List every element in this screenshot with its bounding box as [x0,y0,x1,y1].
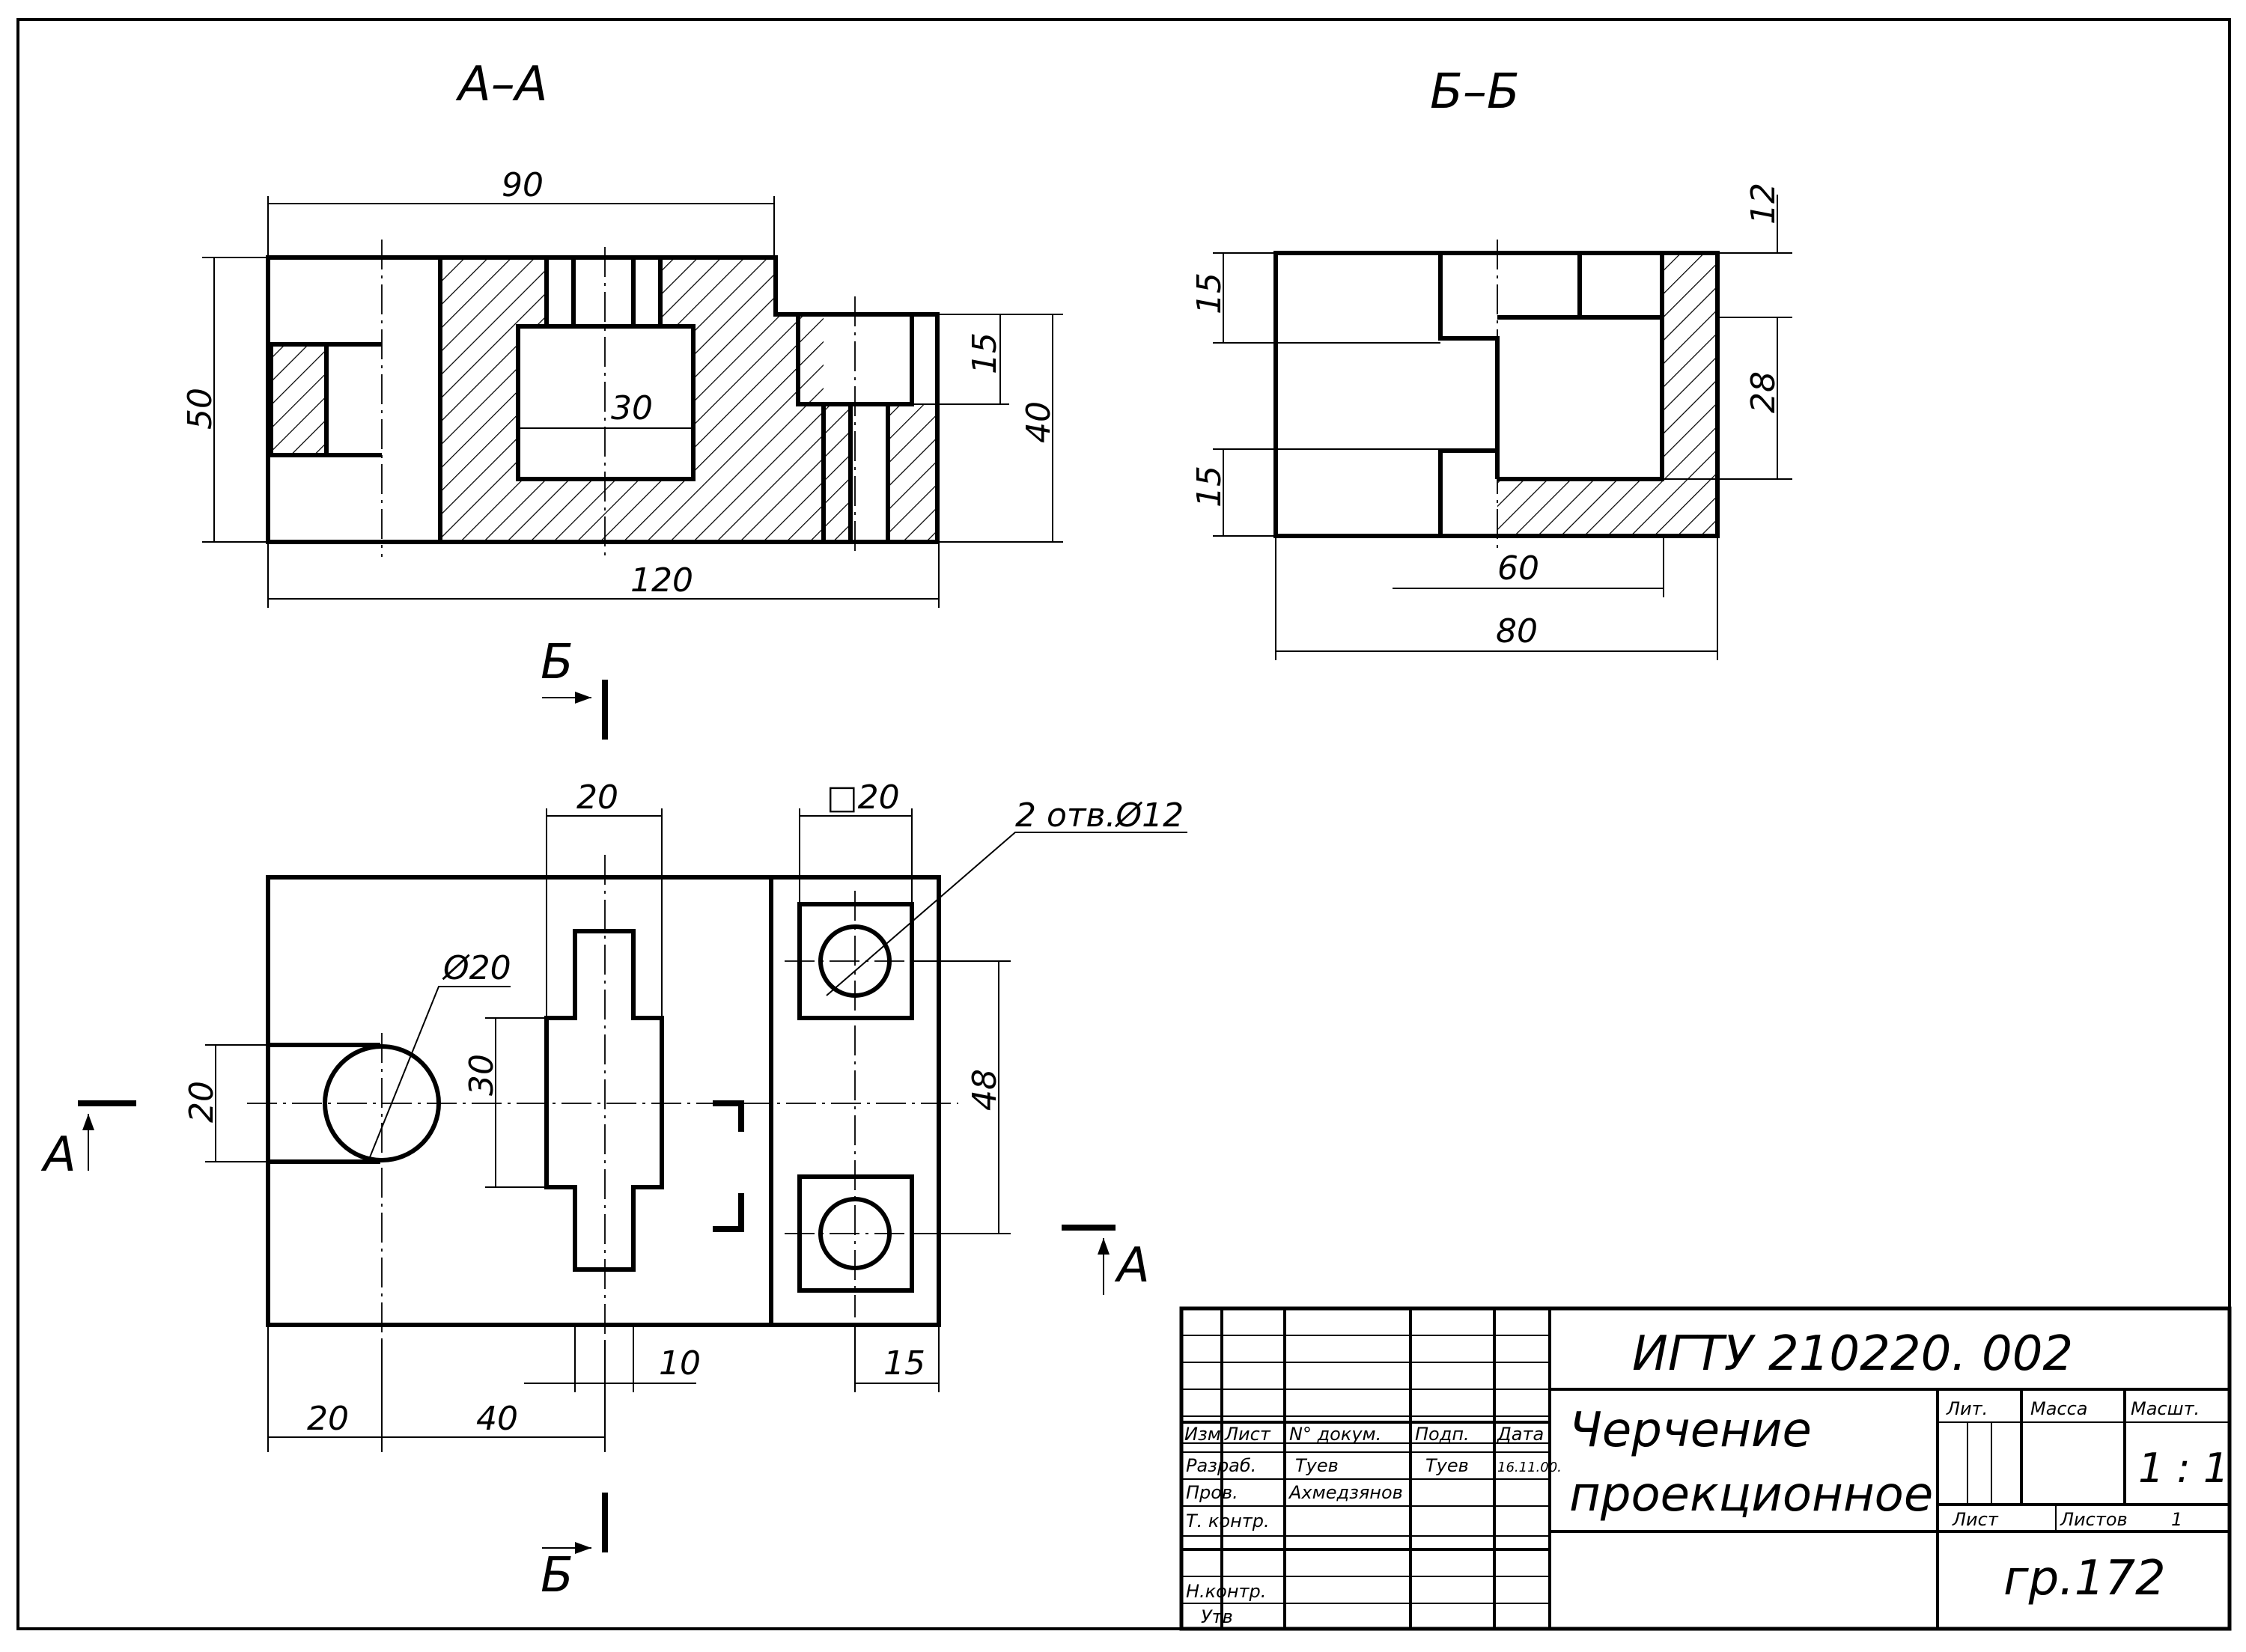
dim-aa-40: 40 [937,314,1063,543]
dim-aa-15: 15 [912,314,1009,405]
col-doc: N° докум. [1289,1424,1381,1445]
sheet-label: Лист [1952,1509,1999,1530]
section-aa-title: А–А [455,57,548,112]
plan-view: 20 □20 2 отв.Ø12 Ø20 30 20 48 10 [183,778,1187,1452]
dim-label: 20 [183,1081,221,1123]
dim-bb-60: 60 [1393,536,1664,597]
sheets-value: 1 [2171,1509,2182,1530]
row-nkontr: Н.контр. [1186,1581,1266,1602]
doc-title-line2: проекционное [1569,1467,1933,1523]
cut-mark-b-bottom: Б [541,1493,608,1603]
dim-label: 48 [966,1069,1004,1111]
row-prov: Пров. [1186,1482,1238,1503]
dim-label: 50 [181,388,219,430]
cut-letter: Б [541,1548,573,1603]
row-tkontr: Т. контр. [1186,1511,1270,1531]
cut-letter: А [40,1127,76,1183]
title-block: ИГТУ 210220. 002 Черчение проекционное И… [1179,1306,2232,1631]
doc-code: ИГТУ 210220. 002 [1632,1326,2073,1382]
row-utv: Утв [1201,1606,1233,1627]
dim-aa-50: 50 [181,257,268,543]
dim-plan-15: 15 [854,1325,940,1392]
scale-value: 1 : 1 [2138,1445,2229,1492]
dim-label: 2 отв.Ø12 [1015,796,1184,835]
dim-label: Ø20 [442,949,511,987]
row-razrab: Разраб. [1186,1455,1256,1476]
mass-label: Масса [2030,1398,2088,1419]
dim-bb-12: 12 [1717,183,1792,479]
doc-title-line1: Черчение [1569,1403,1812,1458]
cut-mark-b-top: Б [541,635,608,740]
dim-plan-square: □20 [799,778,913,904]
dim-label: 15 [966,332,1004,374]
cut-letter: Б [541,635,573,690]
dim-plan-circle: Ø20 [369,949,511,1158]
dim-label: 60 [1497,549,1539,588]
cut-mark-a-left: А [40,1100,136,1183]
dim-bb-28: 28 [1662,371,1792,480]
dim-label: 12 [1744,183,1783,225]
group-label: гр.172 [2003,1551,2166,1606]
col-izm: Изм [1184,1424,1221,1445]
sign-razrab: Туев [1425,1455,1469,1476]
col-sign: Подп. [1415,1424,1470,1445]
section-bb: Б–Б 15 15 12 28 60 80 [1190,64,1792,660]
dim-label: 15 [1190,466,1229,508]
dim-label: 28 [1744,371,1783,413]
dim-bb-80: 80 [1275,536,1718,660]
date-razrab: 16.11.00. [1497,1460,1562,1475]
sheets-label: Листов [2060,1509,2128,1530]
dim-aa-30: 30 [518,389,693,429]
col-date: Дата [1497,1424,1544,1445]
scale-label: Масшт. [2131,1398,2200,1419]
name-razrab: Туев [1295,1455,1339,1476]
dim-label: 15 [1190,272,1229,314]
section-aa: А–А 90 50 30 1 [181,57,1063,608]
dim-label: 120 [630,561,693,600]
cut-mark-a-right: А [1062,1225,1150,1295]
dim-plan-20-bottom: 20 [267,1325,383,1452]
dim-label: □20 [827,778,900,817]
dim-plan-10: 10 [524,1325,701,1392]
sheet-frame [16,18,2231,1630]
dim-bb-15-top: 15 [1190,252,1440,344]
dim-plan-slot-20: 20 [546,778,663,1018]
section-bb-title: Б–Б [1430,64,1520,120]
dim-label: 40 [476,1400,518,1438]
dim-plan-slot-30: 30 [463,1017,547,1188]
dim-label: 20 [307,1400,349,1438]
dim-aa-90: 90 [267,166,775,257]
dim-label: 30 [463,1054,501,1096]
dim-bb-15-bottom: 15 [1190,448,1440,537]
dim-plan-48: 48 [912,960,1011,1234]
dim-label: 40 [1020,401,1058,443]
dim-label: 10 [659,1344,701,1383]
dim-label: 15 [883,1344,925,1383]
cut-letter: А [1114,1238,1150,1293]
dim-label: 30 [611,389,653,427]
dim-label: 20 [576,778,618,817]
dim-aa-120: 120 [267,542,940,608]
dim-label: 80 [1496,612,1538,650]
dim-plan-holes-note: 2 отв.Ø12 [826,796,1187,996]
col-list: Лист [1224,1424,1271,1445]
lit-label: Лит. [1946,1398,1988,1419]
name-prov: Ахмедзянов [1288,1482,1403,1503]
dim-label: 90 [502,166,544,204]
dim-plan-left-20: 20 [183,1044,268,1162]
dim-plan-40: 40 [382,1340,606,1452]
